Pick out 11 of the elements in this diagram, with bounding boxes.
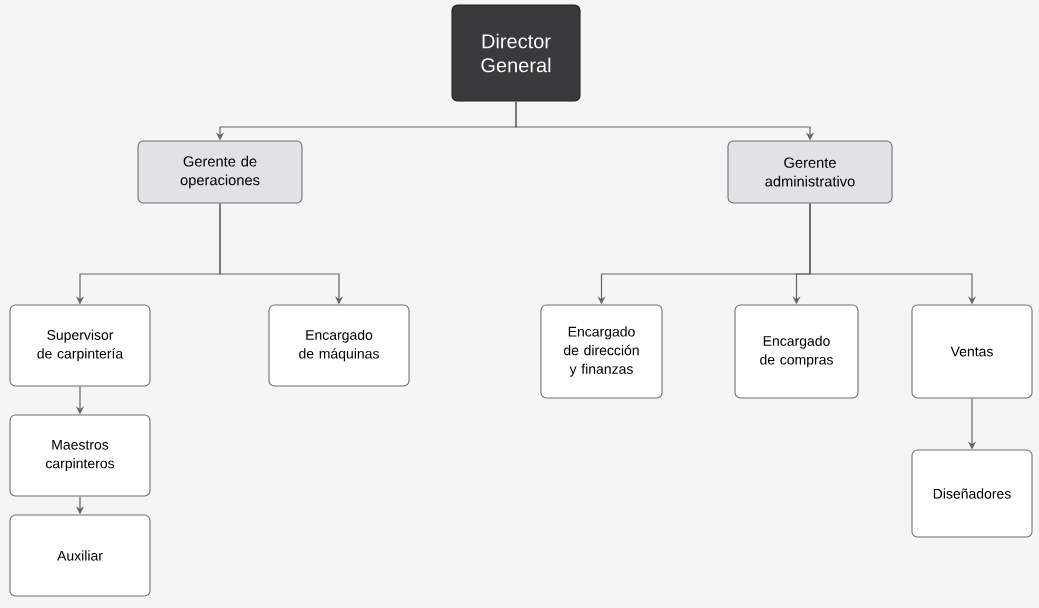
role-box: Maestros carpinteros <box>9 414 151 497</box>
role-box: Diseñadores <box>911 449 1033 538</box>
manager-box: Gerente de operaciones <box>137 140 303 204</box>
role-box: Supervisor de carpintería <box>9 304 151 387</box>
role-box: Encargado de compras <box>734 304 859 399</box>
role-box: Ventas <box>911 304 1033 399</box>
director-box: Director General <box>451 4 581 102</box>
role-box: Auxiliar <box>9 514 151 597</box>
role-box: Encargado de dirección y finanzas <box>540 304 663 399</box>
manager-box: Gerente administrativo <box>727 140 893 204</box>
role-box: Encargado de máquinas <box>268 304 410 387</box>
